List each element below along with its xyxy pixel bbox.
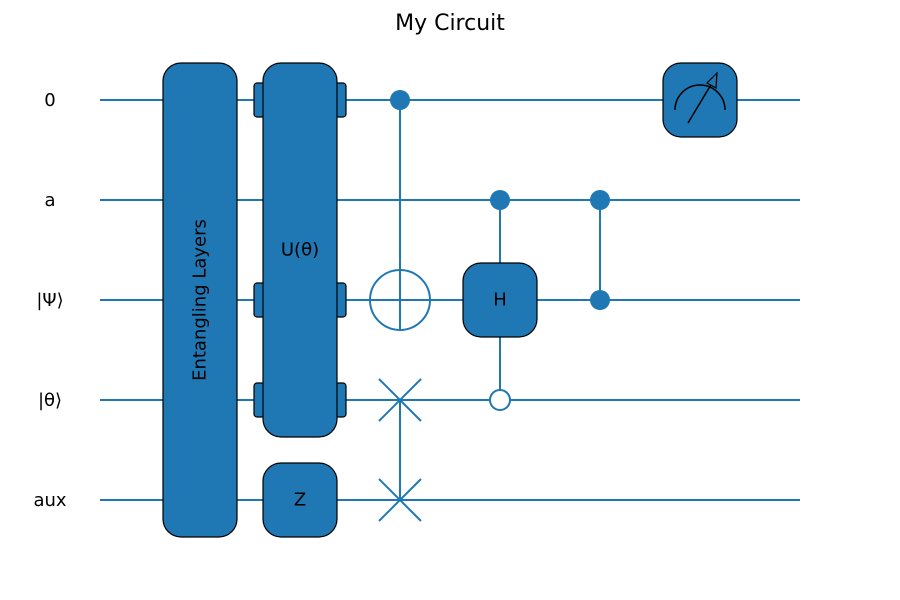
measure-gate xyxy=(662,62,738,138)
unitary-gate xyxy=(262,62,338,438)
swap-cross-b-1 xyxy=(378,478,422,522)
meter-arrowhead xyxy=(706,71,718,89)
wire-label-0: 0 xyxy=(44,90,55,111)
wire-label-4: aux xyxy=(33,490,66,511)
entangling-layers-gate xyxy=(162,62,238,538)
controlled-h-control-dot xyxy=(490,190,510,210)
unitary-gate-label: U(θ) xyxy=(281,240,319,261)
h-gate-label: H xyxy=(493,290,507,311)
z-gate-label: Z xyxy=(294,490,306,511)
wire-label-3: |θ⟩ xyxy=(38,390,62,411)
z-gate xyxy=(262,462,338,538)
diagram-title: My Circuit xyxy=(395,11,505,36)
wire-label-1: a xyxy=(44,190,55,211)
cz-dot-b xyxy=(590,290,610,310)
swap-cross-b-0 xyxy=(378,378,422,422)
entangling-layers-label: Entangling Layers xyxy=(190,219,211,381)
meter-needle xyxy=(687,82,713,124)
meter-arc xyxy=(674,84,726,111)
wire-labels: 0 a |Ψ⟩ |θ⟩ aux xyxy=(33,90,66,511)
cnot-control-dot xyxy=(390,90,410,110)
meter-icon xyxy=(674,71,726,124)
h-gate xyxy=(462,262,538,338)
operations: Entangling Layers U(θ) Z H xyxy=(162,62,738,538)
cz-dot-a xyxy=(590,190,610,210)
wire-label-2: |Ψ⟩ xyxy=(36,290,63,311)
controlled-h-open-control xyxy=(489,389,511,411)
